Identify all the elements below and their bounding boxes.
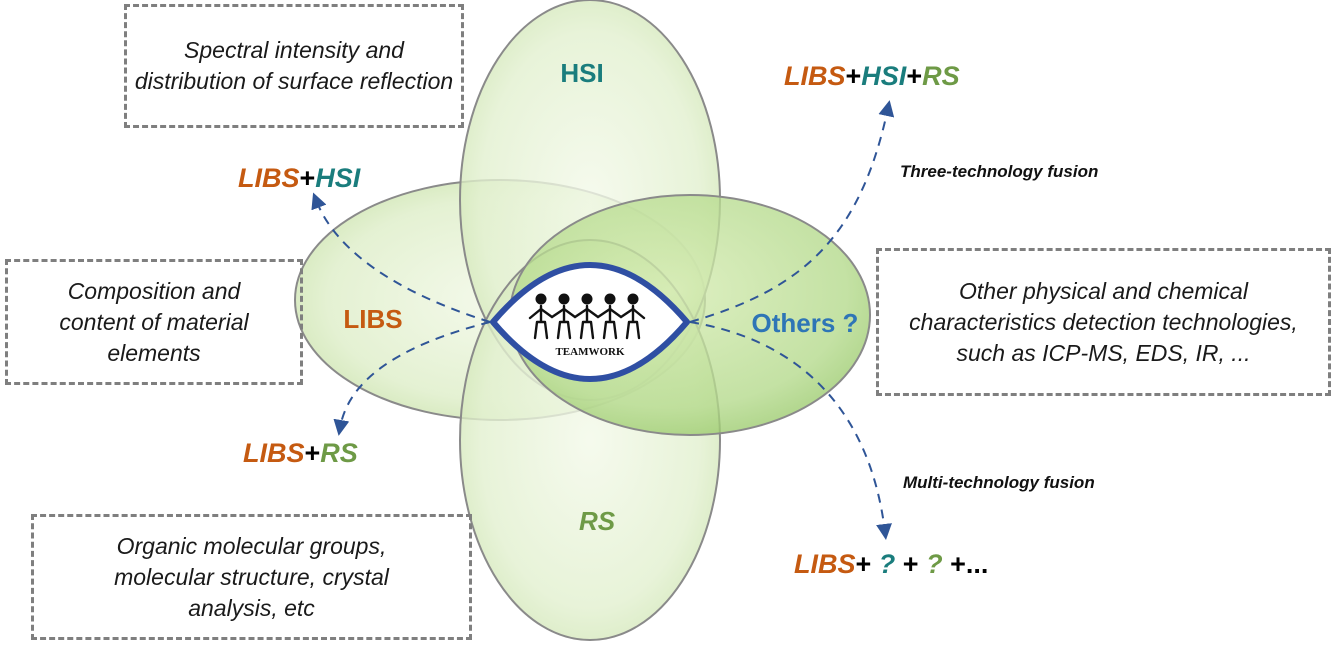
- arrow-to-multi-fusion: [689, 321, 892, 540]
- arrow-to-libs-rs: [333, 321, 491, 436]
- rs-text: RS: [922, 61, 960, 91]
- libs-text: LIBS: [238, 163, 300, 193]
- others-petal-label: Others ?: [752, 308, 859, 338]
- others-description-box: Other physical and chemical characterist…: [876, 248, 1331, 396]
- multi-fusion-label: LIBS+ ? + ? +...: [794, 549, 988, 580]
- libs-hsi-fusion-label: LIBS+HSI: [238, 163, 360, 194]
- multi-fusion-caption: Multi-technology fusion: [903, 473, 1095, 492]
- plus-text: +: [304, 438, 321, 468]
- hsi-text: HSI: [861, 61, 907, 91]
- hsi-description-text: Spectral intensity and distribution of s…: [134, 37, 454, 94]
- libs-description-text: Composition and content of material elem…: [59, 277, 249, 366]
- libs-text: LIBS: [243, 438, 305, 468]
- plus-text: +...: [942, 549, 989, 579]
- rs-description-box: Organic molecular groups, molecular stru…: [31, 514, 472, 640]
- rs-petal-label: RS: [579, 506, 616, 536]
- plus-text: +: [855, 549, 879, 579]
- arrow-to-three-fusion: [689, 100, 895, 323]
- three-fusion-caption: Three-technology fusion: [900, 162, 1099, 181]
- libs-petal-label: LIBS: [343, 304, 402, 334]
- plus-text: +: [845, 61, 862, 91]
- hsi-description-box: Spectral intensity and distribution of s…: [124, 4, 464, 128]
- libs-text: LIBS: [794, 549, 856, 579]
- arrow-to-libs-hsi: [311, 192, 491, 323]
- libs-rs-fusion-label: LIBS+RS: [243, 438, 358, 469]
- others-description-text: Other physical and chemical characterist…: [909, 277, 1298, 366]
- plus-text: +: [895, 549, 927, 579]
- teamwork-label: TEAMWORK: [555, 346, 625, 358]
- hsi-petal-label: HSI: [560, 58, 603, 88]
- plus-text: +: [906, 61, 923, 91]
- libs-description-box: Composition and content of material elem…: [5, 259, 303, 385]
- libs-text: LIBS: [784, 61, 846, 91]
- rs-description-text: Organic molecular groups, molecular stru…: [114, 532, 389, 621]
- question-text: ?: [878, 549, 896, 579]
- hsi-text: HSI: [315, 163, 361, 193]
- three-fusion-label: LIBS+HSI+RS: [784, 61, 960, 92]
- rs-text: RS: [320, 438, 358, 468]
- people-chain-icon: [528, 293, 646, 340]
- plus-text: +: [299, 163, 316, 193]
- question-text: ?: [926, 549, 943, 579]
